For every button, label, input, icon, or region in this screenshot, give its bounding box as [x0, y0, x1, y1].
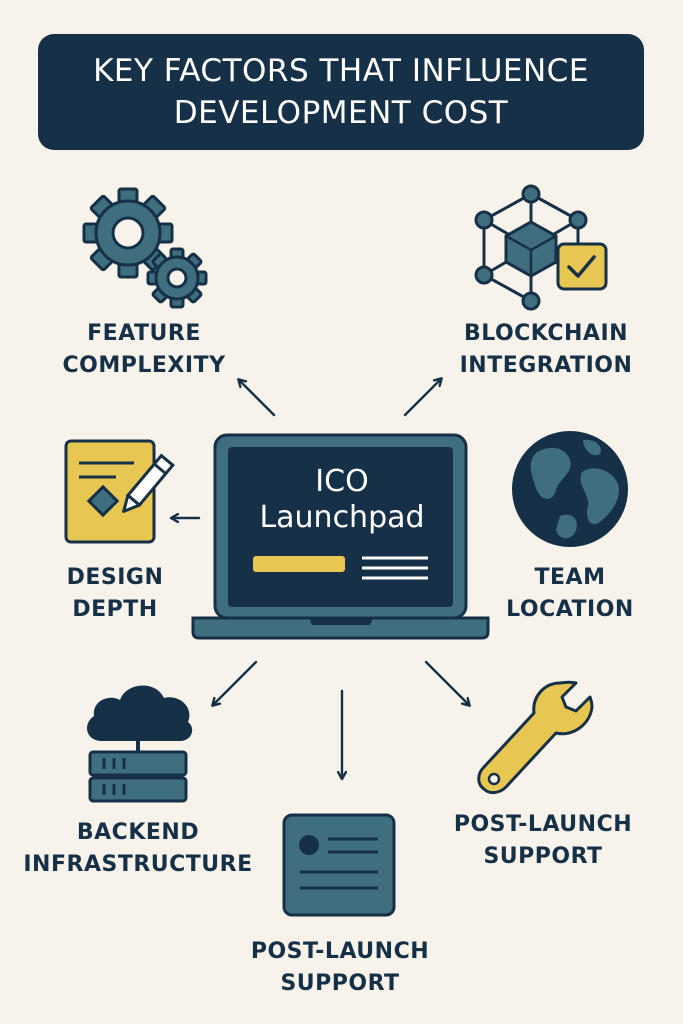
center-line-2: Launchpad — [259, 500, 425, 535]
center-line-1: ICO — [315, 464, 369, 499]
label-feature-line-2: COMPLEXITY — [62, 353, 226, 378]
arrow-to-feature-complexity — [239, 380, 276, 417]
globe-icon — [512, 431, 628, 547]
arrow-to-post-launch-support-right — [424, 660, 469, 705]
label-team-line-1: TEAM — [534, 565, 606, 590]
label-support-bottom-line-2: SUPPORT — [280, 971, 400, 996]
design-document-pen-icon — [64, 439, 175, 544]
label-feature-line-1: FEATURE — [87, 321, 201, 346]
label-team-location: TEAM LOCATION — [495, 562, 645, 626]
arrow-to-backend-infrastructure — [213, 660, 258, 705]
label-blockchain-line-2: INTEGRATION — [459, 353, 633, 378]
label-support-bottom-line-1: POST-LAUNCH — [250, 939, 430, 964]
label-post-launch-support-right: POST-LAUNCH SUPPORT — [438, 809, 648, 873]
title-line-1: KEY FACTORS THAT INFLUENCE — [93, 53, 589, 89]
label-design-line-2: DEPTH — [72, 597, 158, 622]
label-blockchain-line-1: BLOCKCHAIN — [463, 321, 629, 346]
label-backend-line-1: BACKEND — [76, 820, 200, 845]
label-blockchain-integration: BLOCKCHAIN INTEGRATION — [446, 318, 646, 382]
arrow-to-blockchain-integration — [403, 379, 441, 417]
label-post-launch-support-bottom: POST-LAUNCH SUPPORT — [235, 936, 445, 1000]
label-support-right-line-1: POST-LAUNCH — [453, 812, 633, 837]
title-banner: KEY FACTORS THAT INFLUENCE DEVELOPMENT C… — [38, 34, 644, 150]
cloud-server-icon — [87, 685, 193, 803]
document-card-icon — [282, 813, 396, 917]
blockchain-network-icon — [474, 184, 608, 311]
label-team-line-2: LOCATION — [506, 597, 634, 622]
label-backend-line-2: INFRASTRUCTURE — [23, 852, 253, 877]
wrench-icon — [477, 680, 594, 795]
label-feature-complexity: FEATURE COMPLEXITY — [44, 318, 244, 382]
label-backend-infrastructure: BACKEND INFRASTRUCTURE — [18, 817, 258, 881]
label-design-line-1: DESIGN — [66, 565, 164, 590]
label-support-right-line-2: SUPPORT — [483, 844, 603, 869]
gears-icon — [82, 187, 208, 309]
laptop-icon — [191, 433, 490, 640]
label-design-depth: DESIGN DEPTH — [45, 562, 185, 626]
title-line-2: DEVELOPMENT COST — [173, 95, 509, 131]
laptop-screen-text: ICO Launchpad — [230, 464, 454, 536]
